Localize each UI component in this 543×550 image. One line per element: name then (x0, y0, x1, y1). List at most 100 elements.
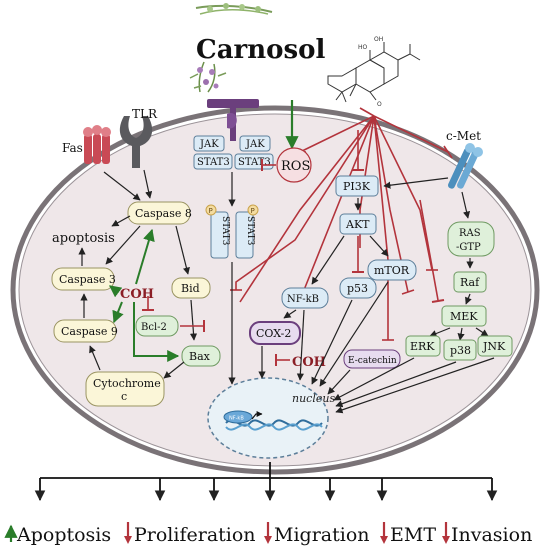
akt-to-mtor (369, 235, 389, 257)
stat3-right-label: STAT3 (238, 157, 271, 168)
stat3-dimer-b-label: STAT3 (245, 216, 255, 246)
nfkb-small-label: NF-kB (229, 416, 244, 422)
phospho-right (247, 204, 259, 216)
p38-box (443, 339, 477, 361)
ras-label-2: -GTP (456, 242, 481, 253)
ras-label-1: RAS (459, 228, 481, 239)
bax-box (181, 345, 221, 367)
outcome-list: Apoptosis Proliferation Migration EMT In… (4, 522, 532, 546)
erk-box (405, 335, 441, 357)
raf-label: Raf (460, 276, 480, 289)
akt-box (339, 213, 377, 235)
pi3k-label: PI3K (343, 180, 371, 193)
mtor-to-nucleus (319, 281, 389, 387)
ros-circle (276, 147, 312, 183)
fas-receptor (83, 125, 111, 164)
mek-label: MEK (450, 310, 478, 323)
outcome-emt: EMT (380, 522, 436, 546)
outcome-invasion: Invasion (442, 522, 532, 546)
akt-to-nfkb (311, 235, 345, 285)
nfkb-nuclear-dimer (223, 410, 253, 424)
mtor-label: mTOR (374, 264, 410, 277)
erk-to-nucleus (333, 357, 415, 401)
jak-right-label: JAK (245, 139, 265, 150)
nfkb-to-nucleus (296, 309, 305, 381)
outcome-migration-label: Migration (274, 524, 370, 546)
nucleus: nucleus NF-kB (207, 377, 335, 459)
caspase9-box (53, 319, 117, 343)
cytochrome-to-caspase9 (89, 345, 101, 371)
stat3-left-label: STAT3 (197, 157, 230, 168)
bcl2-label: Bcl-2 (141, 322, 167, 333)
stat3-dimer-a-label: STAT3 (220, 216, 230, 246)
ros-label: ROS (281, 159, 310, 174)
caspase8-to-caspase3 (105, 225, 141, 265)
cytochrome-label-2: c (121, 390, 127, 403)
oh-label-1: OH (374, 36, 383, 43)
jak-receptor (207, 99, 259, 141)
stat3-dimer-b (235, 211, 254, 259)
ecatechin-box (343, 349, 401, 369)
tlr-receptor (119, 116, 153, 168)
jak-left-label: JAK (199, 139, 219, 150)
jnk-label: JNK (482, 340, 506, 353)
outcome-invasion-label: Invasion (451, 524, 532, 546)
cytochrome-box (85, 371, 165, 407)
jak-left-box (193, 135, 225, 152)
mek-to-erk (429, 327, 451, 337)
phospho-left (205, 204, 217, 216)
coh-activates-caspase9 (112, 301, 124, 324)
caspase3-label: Caspase 3 (59, 273, 116, 286)
cmet-to-pi3k (383, 177, 449, 189)
jak-right-box (239, 135, 271, 152)
carnosol-inhibits-mek-line (419, 199, 439, 301)
cox2-box (249, 321, 301, 345)
bax-label: Bax (189, 350, 211, 363)
bcl2-box (135, 315, 179, 337)
pi3k-box (335, 175, 379, 197)
outcome-proliferation-label: Proliferation (134, 524, 256, 546)
jnk-box (477, 335, 513, 357)
mtor-box (367, 259, 417, 281)
jnk-to-nucleus (335, 357, 495, 414)
outcome-proliferation: Proliferation (124, 522, 256, 546)
cmet-label: c-Met (446, 129, 481, 143)
outcome-arrows (34, 462, 498, 502)
rosemary-plant-image (189, 3, 273, 93)
bid-inhibits-bax (189, 299, 198, 341)
caspase8-box (127, 201, 191, 225)
apoptosis-label: apoptosis (52, 231, 115, 246)
mek-to-jnk (475, 327, 489, 337)
cytochrome-label-1: Cytochrome (93, 377, 161, 390)
outcome-migration: Migration (264, 522, 370, 546)
coh-activates-bax (133, 302, 180, 362)
phospho-right-label: P (251, 207, 255, 215)
fas-to-caspase8 (103, 171, 141, 201)
o-label: O (377, 101, 382, 108)
page-title: Carnosol (196, 35, 325, 65)
bax-to-cytochrome (163, 361, 185, 379)
p53-box (339, 277, 377, 299)
stat3-left-box (193, 153, 233, 170)
coh-apoptosis-label: COH (120, 287, 154, 302)
p38-label: p38 (450, 344, 471, 357)
fas-label: Fas (62, 141, 83, 155)
phospho-left-label: P (209, 207, 213, 215)
carnosol-inhibits-mek-bar (431, 299, 445, 303)
nucleus-label: nucleus (292, 392, 335, 405)
raf-to-mek (465, 293, 472, 305)
cox2-label: COX-2 (256, 327, 291, 340)
ecatechin-to-nucleus (327, 369, 351, 395)
ecatechin-label: E-catechin (348, 356, 397, 366)
caspase8-to-apoptosis (111, 215, 131, 227)
tlr-to-caspase8 (143, 169, 153, 199)
tlr-label: TLR (132, 107, 158, 121)
mek-to-p38 (457, 327, 465, 341)
outcome-apoptosis-label: Apoptosis (16, 524, 111, 546)
cmet-receptor (447, 143, 483, 189)
caspase8-to-bid (175, 225, 190, 275)
mek-box (441, 305, 487, 327)
caspase8-label: Caspase 8 (135, 207, 192, 220)
coh-activates-caspase3 (109, 285, 123, 298)
